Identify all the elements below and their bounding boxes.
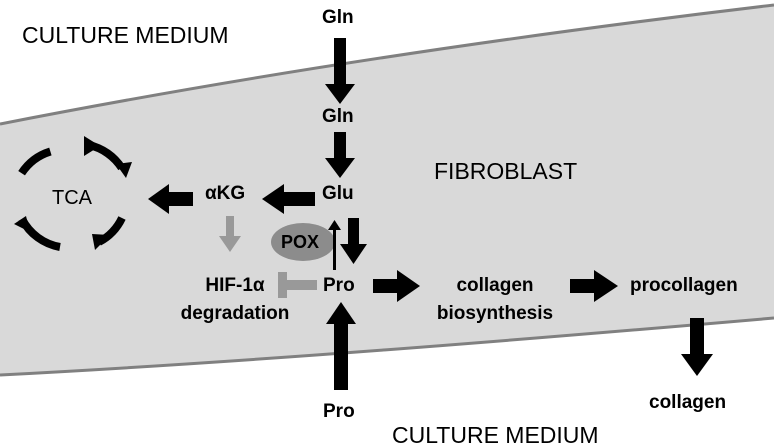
collagen-biosynthesis-line1: collagen [456,275,534,296]
tca-arc-1 [18,147,52,176]
tca-label: TCA [52,187,92,209]
collagen-biosynthesis-line2: biosynthesis [436,303,554,324]
arrow-glu-to-akg [262,184,315,214]
hif-label-line1: HIF-1α [205,275,265,296]
culture-medium-bottom-label: CULTURE MEDIUM [392,422,599,448]
arrow-gln-transport [325,38,355,104]
fibroblast-label: FIBROBLAST [434,158,578,184]
pox-label: POX [281,232,320,252]
arrow-pro-to-collagen [373,270,420,302]
culture-medium-top-label: CULTURE MEDIUM [22,22,229,48]
tca-arrowheads [14,136,132,250]
hif-label-line2: degradation [180,303,290,324]
gln-inside-label: Gln [322,106,354,127]
pox-ellipse [271,223,335,261]
arrow-akg-to-tca [148,184,193,214]
collagen-secreted-label: collagen [649,392,727,413]
arrow-biosynthesis-to-procollagen [570,270,618,302]
arrow-gln-to-glu [325,132,355,178]
pro-label: Pro [323,275,355,296]
procollagen-label: procollagen [630,275,738,296]
gln-outside-label: Gln [322,7,354,28]
arrow-pro-to-glu [328,220,341,270]
arrow-procollagen-to-collagen [681,318,713,376]
cell-membrane-top [0,3,774,126]
inhibit-pro-hif [278,272,317,298]
cell-membrane-bottom [0,316,774,377]
arrow-pro-transport [326,302,356,390]
fibroblast-cell [0,5,774,375]
arrow-glu-to-pro [340,218,367,264]
pro-outside-label: Pro [323,401,355,422]
arrow-akg-to-hif [219,216,241,252]
glu-label: Glu [322,183,354,204]
akg-label: αKG [205,183,246,204]
